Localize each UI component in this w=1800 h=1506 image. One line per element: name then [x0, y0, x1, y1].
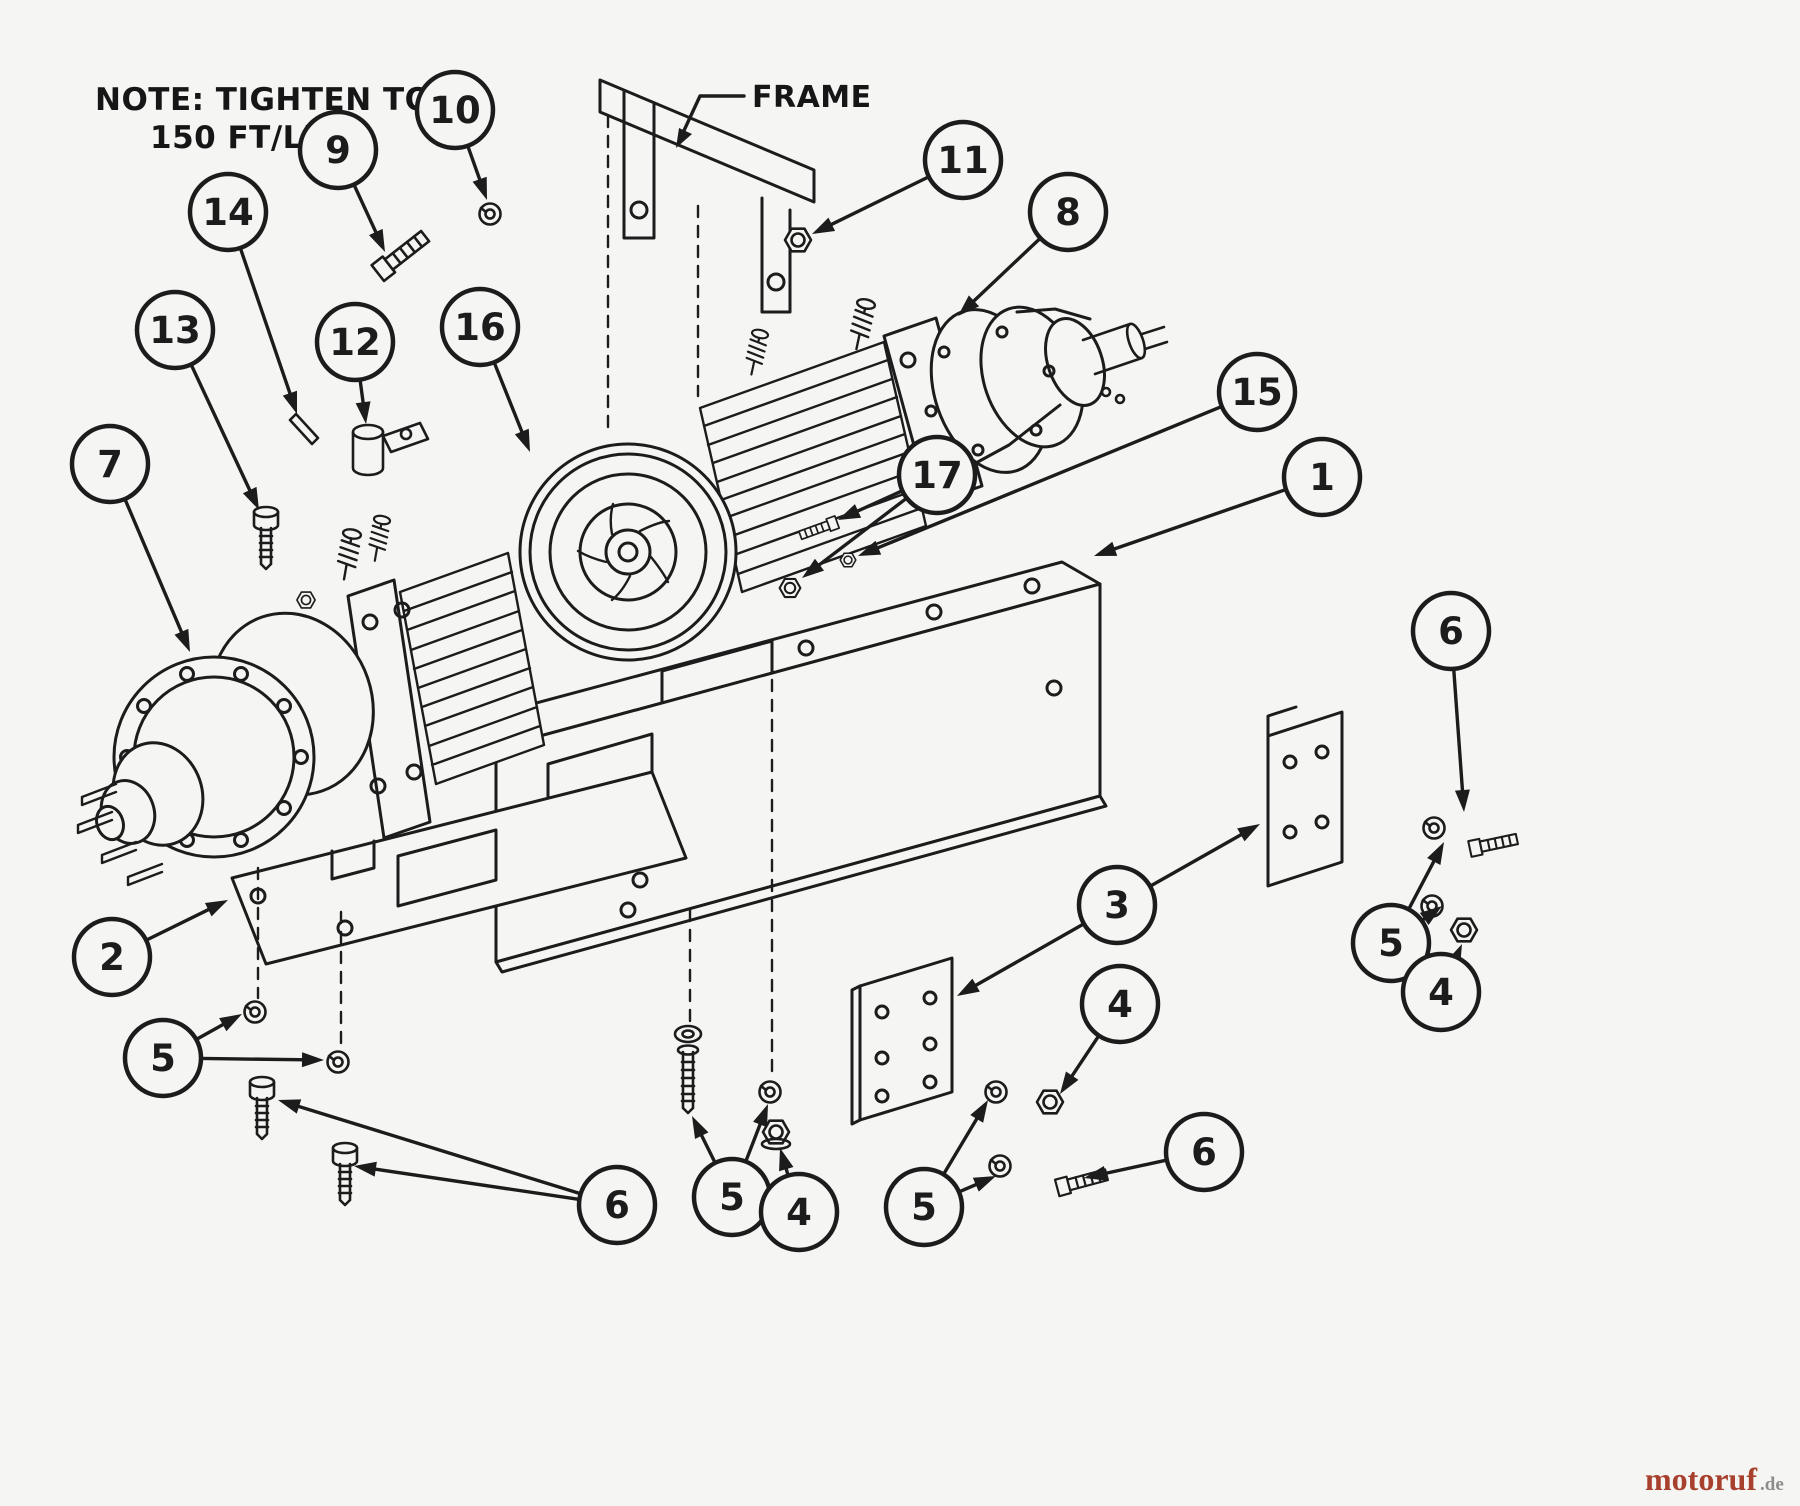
- bolt-6e: [1467, 830, 1520, 858]
- side-plate: [1266, 705, 1344, 888]
- mounting-bracket: [850, 956, 954, 1126]
- callout-10: 10: [414, 69, 496, 200]
- washer-5e: [988, 1154, 1012, 1178]
- callout-15: 15: [858, 351, 1298, 556]
- frame-label: FRAME: [752, 80, 872, 115]
- frame-leader: [676, 94, 746, 148]
- brake-housing: [924, 305, 1106, 474]
- callout-6: 6: [1084, 1111, 1245, 1193]
- wheel-hub: [95, 741, 205, 847]
- callout-number: 3: [1104, 884, 1130, 927]
- callout-5: 5: [122, 1014, 324, 1099]
- callout-number: 17: [911, 454, 963, 497]
- callout-14: 14: [187, 171, 297, 414]
- washer-5d: [984, 1080, 1008, 1104]
- mounting-flange-left: [346, 578, 432, 840]
- mounting-plate: [230, 770, 688, 966]
- washer-5f: [1422, 816, 1446, 840]
- fitting-nut: [296, 591, 316, 609]
- callout-number: 4: [1428, 971, 1454, 1014]
- nut-4b: [1035, 1089, 1065, 1115]
- callout-number: 12: [329, 321, 381, 364]
- callout-number: 4: [786, 1191, 812, 1234]
- callout-5: 5: [691, 1104, 773, 1238]
- nut-4c: [1449, 917, 1479, 943]
- callout-13: 13: [134, 289, 259, 510]
- relief-valve: [846, 296, 877, 353]
- callout-9: 9: [297, 109, 385, 252]
- pulley: [518, 442, 738, 662]
- callout-number: 11: [937, 139, 989, 182]
- screw-13: [252, 505, 280, 571]
- bolt-15: [839, 552, 857, 568]
- alignment-lines: [256, 114, 774, 1080]
- bolt-6c: [673, 1024, 703, 1115]
- callout-6: 6: [278, 1099, 658, 1246]
- callout-4: 4: [758, 1148, 840, 1253]
- callout-number: 6: [604, 1184, 630, 1227]
- callout-number: 5: [150, 1037, 176, 1080]
- output-shaft: [1081, 322, 1169, 405]
- callout-5: 5: [883, 1100, 996, 1248]
- callout-11: 11: [812, 119, 1004, 234]
- callout-number: 1: [1309, 456, 1335, 499]
- callout-1: 1: [1094, 436, 1363, 556]
- pin-14: [288, 412, 320, 446]
- callout-17: 17: [802, 434, 978, 578]
- callout-12: 12: [314, 301, 396, 424]
- callout-3: 3: [957, 824, 1260, 996]
- callout-number: 8: [1055, 191, 1081, 234]
- relief-valve: [365, 513, 392, 564]
- callout-number: 4: [1107, 983, 1133, 1026]
- bushing-12: [351, 421, 430, 477]
- callout-number: 6: [1191, 1131, 1217, 1174]
- callout-8: 8: [958, 171, 1109, 316]
- motor-assembly-left: [76, 551, 546, 887]
- callout-number: 6: [1438, 610, 1464, 653]
- callout-16: 16: [439, 286, 530, 452]
- callout-number: 14: [202, 191, 254, 234]
- relief-valve: [742, 327, 770, 378]
- relief-valve: [333, 526, 363, 583]
- callout-number: 15: [1231, 371, 1283, 414]
- motor-assembly-right: [518, 305, 1169, 662]
- callout-number: 2: [99, 936, 125, 979]
- callout-4: 4: [1400, 944, 1482, 1033]
- nut-4a: [760, 1119, 792, 1151]
- screw-6b: [331, 1141, 359, 1207]
- callout-number: 9: [325, 129, 351, 172]
- callout-number: 5: [719, 1176, 745, 1219]
- callout-number: 16: [454, 306, 506, 349]
- watermark-name: motoruf: [1645, 1461, 1757, 1497]
- motor-fins-left: [398, 551, 546, 786]
- wheel-studs: [76, 782, 164, 887]
- callout-number: 5: [911, 1186, 937, 1229]
- frame-bracket: [598, 78, 816, 314]
- callout-7: 7: [69, 423, 190, 652]
- callout-number: 7: [97, 443, 123, 486]
- callout-6: 6: [1410, 590, 1492, 812]
- nut-11: [783, 227, 813, 253]
- callout-2: 2: [71, 900, 228, 998]
- washer-10: [478, 202, 502, 226]
- screw-6a: [248, 1075, 276, 1141]
- callout-number: 13: [149, 309, 201, 352]
- watermark-tld: .de: [1760, 1474, 1784, 1495]
- washer-5a: [243, 1000, 267, 1024]
- callout-number: 5: [1378, 922, 1404, 965]
- nut-17: [778, 577, 802, 599]
- callout-4: 4: [1060, 963, 1161, 1094]
- note-line1: NOTE: TIGHTEN TO: [95, 82, 431, 118]
- washer-5c: [758, 1080, 782, 1104]
- callout-5: 5: [1350, 842, 1444, 984]
- callout-number: 10: [429, 89, 481, 132]
- washer-5b: [326, 1050, 350, 1074]
- fasteners: [243, 202, 1520, 1207]
